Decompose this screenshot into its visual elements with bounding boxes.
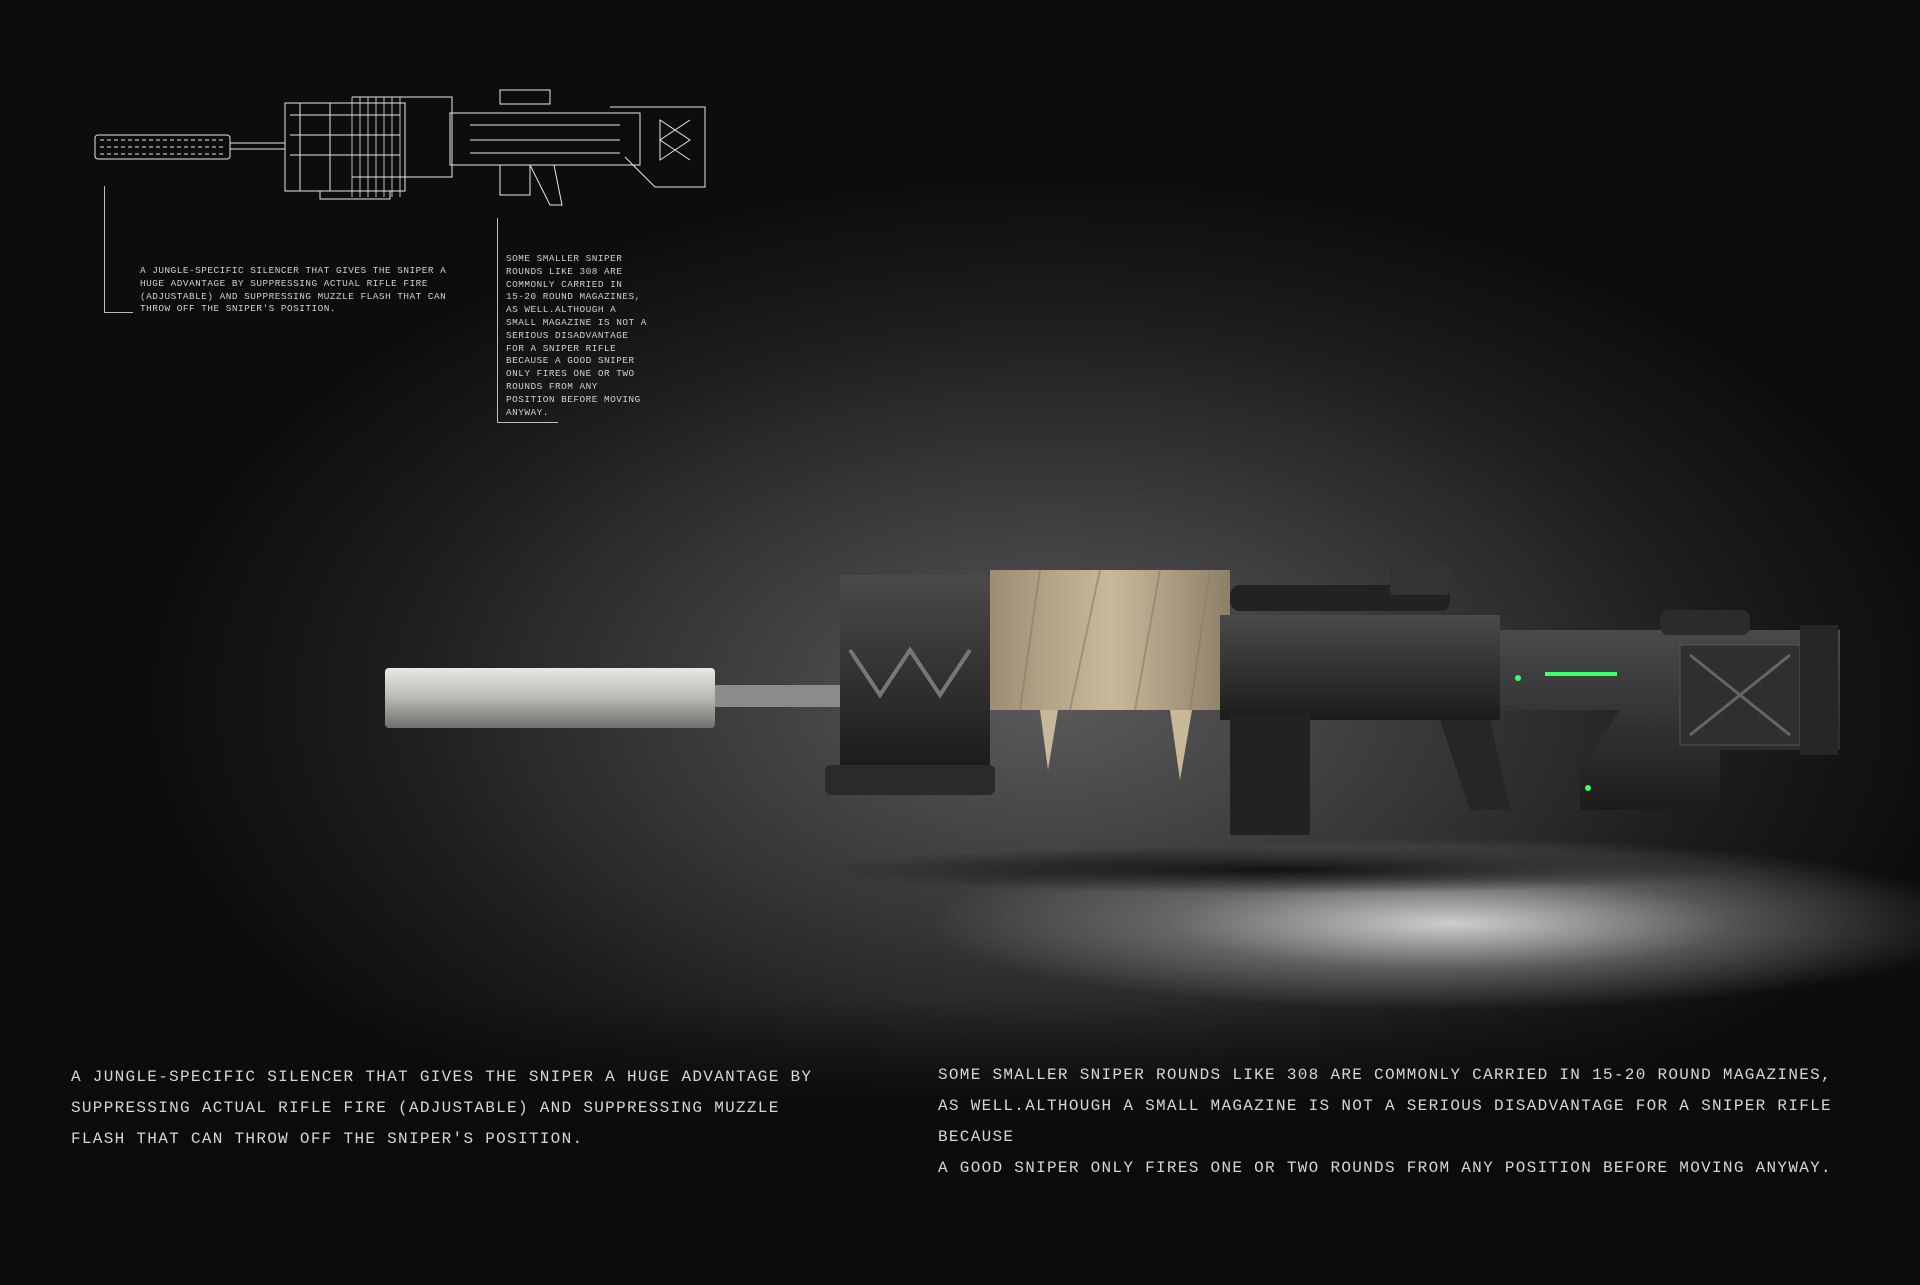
- blueprint-magazine-note: SOME SMALLER SNIPER ROUNDS LIKE 308 ARE …: [506, 253, 647, 418]
- barrel: [715, 685, 845, 707]
- silencer-caption: A JUNGLE-SPECIFIC SILENCER THAT GIVES TH…: [71, 1068, 813, 1148]
- rifle-shadow: [700, 840, 1850, 900]
- silencer: [385, 668, 715, 728]
- rifle-blueprint: [94, 89, 706, 206]
- rifle-render: [385, 565, 1840, 835]
- blueprint-silencer-note: A JUNGLE-SPECIFIC SILENCER THAT GIVES TH…: [140, 265, 447, 315]
- silencer-callout-line: [104, 186, 133, 313]
- magazine-caption: SOME SMALLER SNIPER ROUNDS LIKE 308 ARE …: [938, 1066, 1832, 1177]
- green-light-bar: [1545, 672, 1617, 676]
- magazine-callout-line: [497, 218, 558, 423]
- magazine: [1230, 715, 1310, 835]
- background-fade: [0, 1000, 1920, 1285]
